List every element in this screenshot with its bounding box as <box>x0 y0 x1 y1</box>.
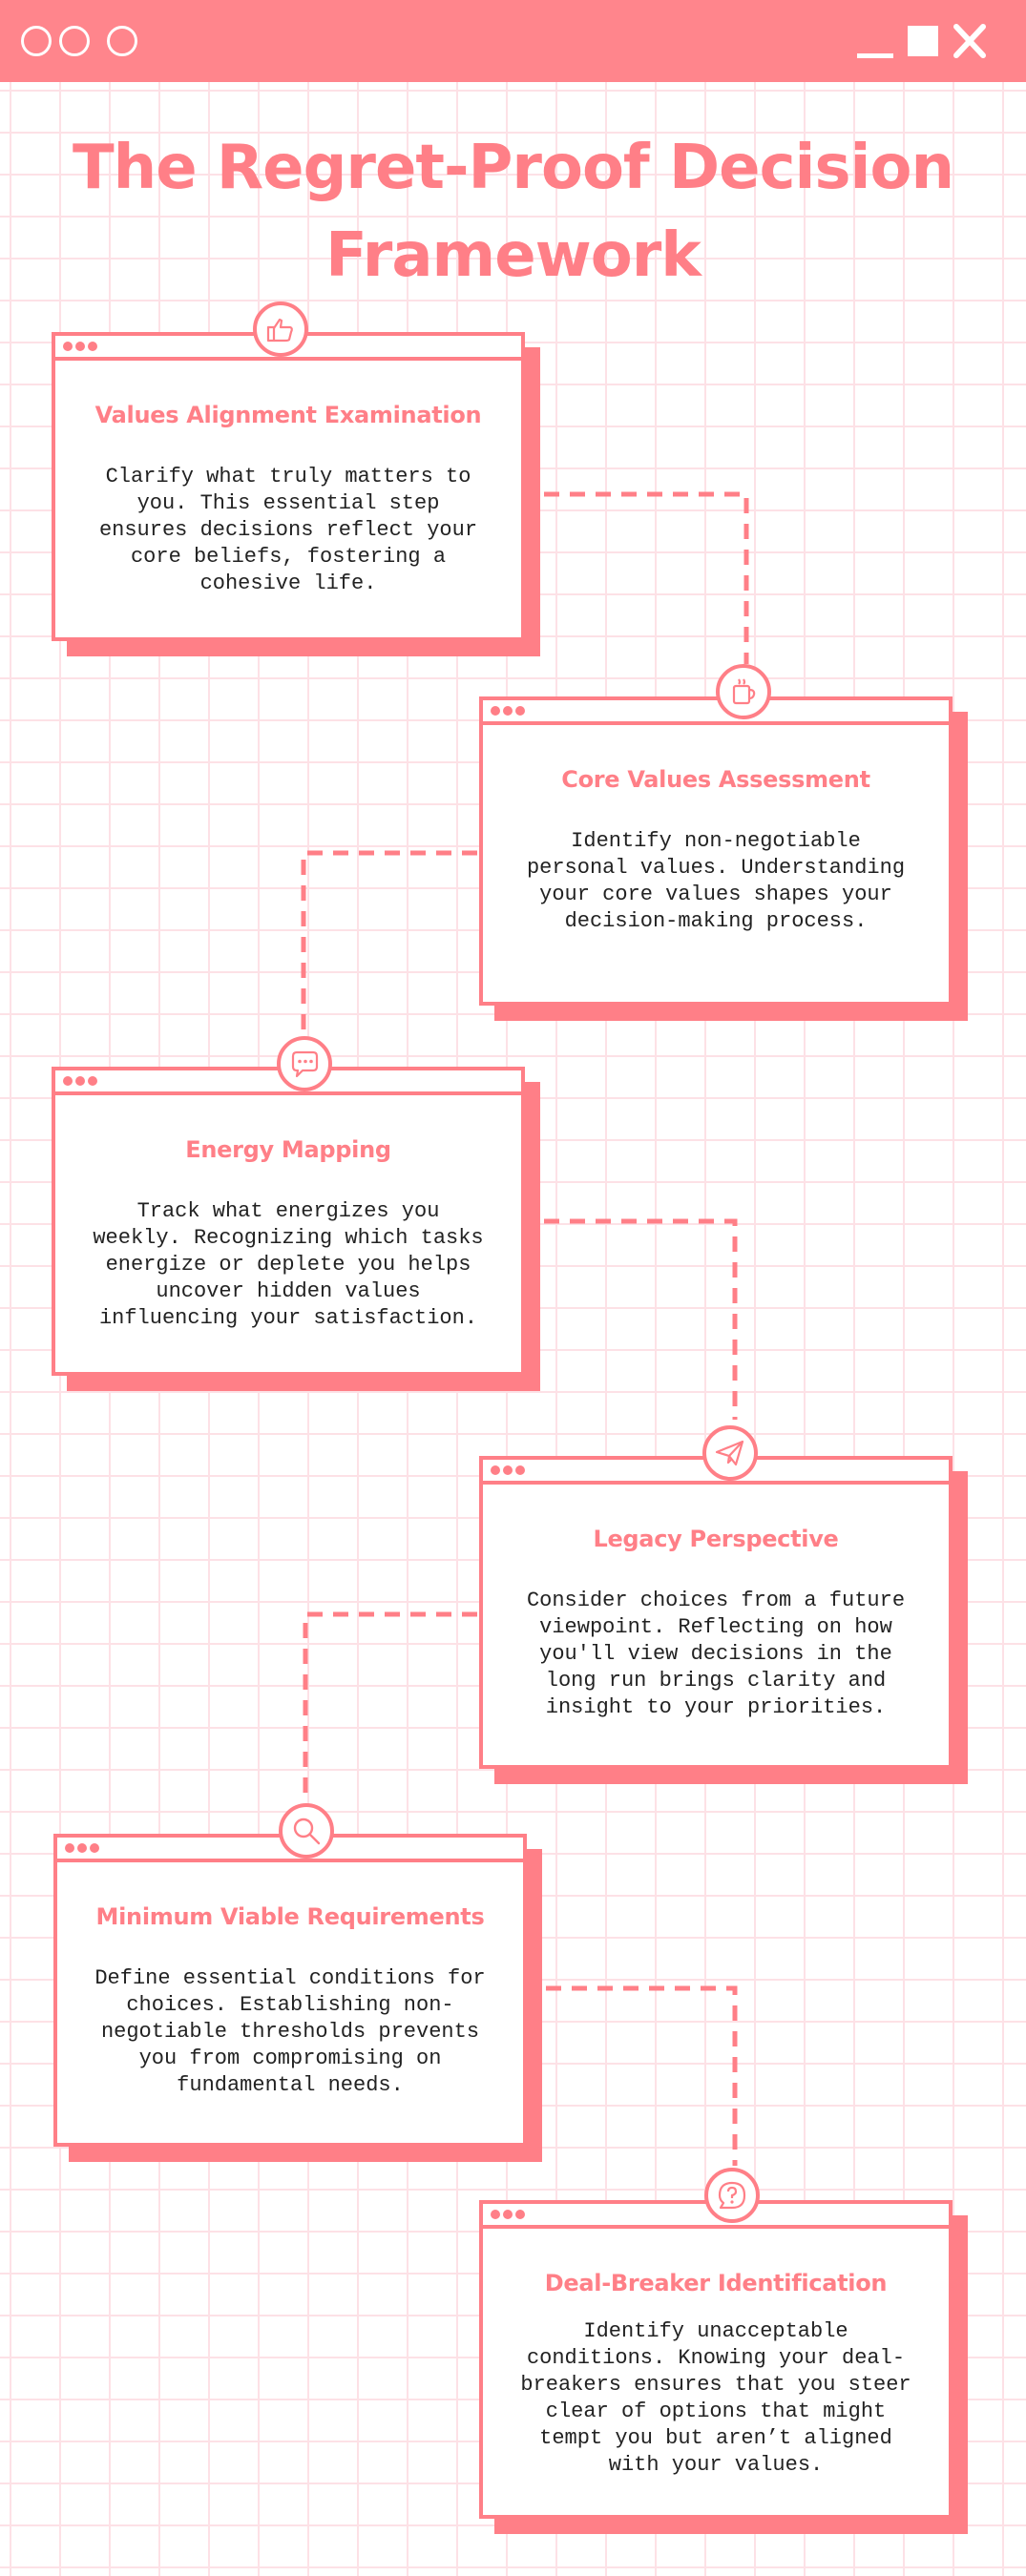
window-circle-button[interactable] <box>107 26 137 56</box>
step-title: Legacy Perspective <box>593 1526 839 1552</box>
window-dots <box>491 2210 525 2219</box>
card-title-bar <box>57 1838 523 1862</box>
magnifier-icon <box>279 1803 334 1859</box>
connector-line <box>303 1611 477 1801</box>
window-dots <box>63 1076 97 1086</box>
connector-line <box>544 491 749 664</box>
step-card: Minimum Viable Requirements Define essen… <box>53 1834 527 2147</box>
card-title-bar <box>483 1460 949 1485</box>
connector-line <box>544 1218 738 1420</box>
page-title-line: The Regret-Proof Decision <box>72 133 954 203</box>
window-circle-button[interactable] <box>59 26 90 56</box>
maximize-icon[interactable] <box>905 21 945 61</box>
step-title: Deal-Breaker Identification <box>544 2270 888 2296</box>
window-dots <box>491 1465 525 1475</box>
coffee-cup-icon <box>716 664 771 719</box>
step-description: Consider choices from a future viewpoint… <box>526 1589 906 1719</box>
step-card: Energy Mapping Track what energizes you … <box>52 1067 525 1376</box>
card-title-bar <box>483 700 949 725</box>
window-dots <box>63 342 97 351</box>
chat-bubble-icon <box>277 1036 332 1091</box>
paper-plane-icon <box>702 1425 758 1481</box>
card-title-bar <box>483 2204 949 2229</box>
window-dots <box>491 706 525 716</box>
step-description: Identify non-negotiable personal values.… <box>526 829 906 933</box>
step-title: Values Alignment Examination <box>94 402 482 428</box>
step-title: Core Values Assessment <box>561 766 870 793</box>
page-title-line: Framework <box>325 220 701 291</box>
window-circle-button[interactable] <box>21 26 52 56</box>
step-description: Define essential conditions for choices.… <box>94 1966 486 2097</box>
step-card: Deal-Breaker Identification Identify una… <box>479 2200 953 2519</box>
step-card: Legacy Perspective Consider choices from… <box>479 1456 953 1769</box>
page-title: The Regret-Proof Decision Framework <box>0 124 1026 300</box>
step-description: Identify unacceptable conditions. Knowin… <box>520 2319 911 2477</box>
window-dots <box>65 1843 99 1853</box>
minimize-icon[interactable] <box>855 21 895 61</box>
thumbs-up-icon <box>253 301 308 357</box>
step-description: Clarify what truly matters to you. This … <box>98 465 478 595</box>
connector-line <box>546 1985 738 2166</box>
card-title-bar <box>55 1070 521 1095</box>
step-title: Minimum Viable Requirements <box>95 1903 485 1930</box>
card-title-bar <box>55 336 521 361</box>
step-title: Energy Mapping <box>185 1136 391 1163</box>
step-card: Values Alignment Examination Clarify wha… <box>52 332 525 641</box>
step-description: Track what energizes you weekly. Recogni… <box>93 1199 484 1330</box>
close-icon[interactable] <box>951 21 991 61</box>
step-card: Core Values Assessment Identify non-nego… <box>479 696 953 1006</box>
connector-line <box>301 850 477 1030</box>
window-title-bar <box>0 0 1026 82</box>
question-mark-icon <box>704 2168 760 2223</box>
